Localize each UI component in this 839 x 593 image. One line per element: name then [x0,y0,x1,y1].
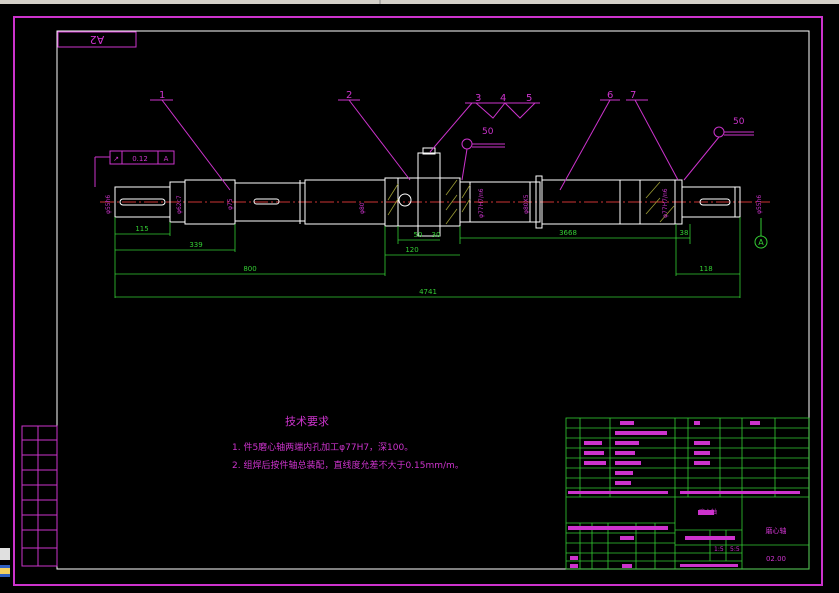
title-unit: 磨心轴 [699,508,717,516]
weld-symbol-right [683,126,754,181]
dim-38: 38 [680,229,689,237]
weld-symbol-left [461,138,505,181]
balloon-2: 2 [346,90,352,101]
dim-30: 30 [432,231,441,239]
datum-flag-label: A [758,238,764,247]
title-block [565,417,810,570]
tolerance-symbol: ↗ [113,155,119,163]
taskbar-folder-icon [0,568,10,574]
dim-120: 120 [405,246,418,254]
weld-value-left: 50 [482,127,494,137]
balloon-5: 5 [526,93,532,104]
dia-left-end: φ55h6 [105,195,112,214]
dim-3668: 3668 [559,229,577,237]
dim-800: 800 [243,265,256,273]
dim-115: 115 [135,225,148,233]
format-label-box [57,31,137,48]
dia-right-sleeve: φ77H7/n6 [662,188,669,218]
left-revision-column [21,425,58,567]
balloon-6: 6 [607,90,613,101]
dia-left-step: φ62c7 [176,195,183,214]
format-label: A2 [90,33,105,46]
title-part-name: 磨心轴 [766,526,787,535]
balloon-3: 3 [475,93,481,104]
shaft-outline [114,147,741,237]
tolerance-datum: A [164,155,169,163]
dimension-values: 115 339 800 50 30 120 3668 38 118 4741 [135,225,712,296]
datum-flag [754,218,768,249]
title-scale-a: 1:5 [714,546,724,553]
title-scale-b: 5:5 [730,546,740,553]
dim-118: 118 [699,265,712,273]
bom-row-marks [568,421,800,568]
leader-lines [150,99,679,191]
diameter-labels: φ55h6 φ62c7 φ75 φ80 φ77H7/n6 φ80X5 φ77H7… [105,188,763,218]
dim-4741: 4741 [419,288,437,296]
part-balloons: 1 2 3 4 5 6 7 [159,90,636,104]
weld-value-right: 50 [733,117,745,127]
tolerance-frame [94,150,175,187]
notes-line-2: 2. 组焊后按件轴总装配，直线度允差不大于0.15mm/m。 [232,459,464,471]
title-drawing-number: 02.00 [766,555,786,563]
sheet-inner-frame [56,30,810,570]
sheet-outer-border [13,16,823,586]
dim-339: 339 [189,241,202,249]
notes-line-1: 1. 件5磨心轴两端内孔加工φ77H7，深100。 [232,441,413,453]
balloon-7: 7 [630,90,636,101]
dia-center-body: φ80X5 [523,194,530,214]
dia-right-end: φ55h6 [756,195,763,214]
dia-journal-1: φ75 [227,198,234,210]
section-hatching [387,179,675,225]
notes-title: 技术要求 [285,415,329,428]
dimension-lines [114,217,741,298]
dia-journal-2: φ80 [359,202,366,214]
dim-50: 50 [414,231,423,239]
top-toolbar-strip [0,0,839,4]
dia-center-sleeve: φ77H7/n6 [478,188,485,218]
tolerance-value: 0.12 [132,155,148,163]
balloon-1: 1 [159,90,165,101]
taskbar-gear-icon[interactable] [0,548,10,560]
balloon-4: 4 [500,93,506,104]
